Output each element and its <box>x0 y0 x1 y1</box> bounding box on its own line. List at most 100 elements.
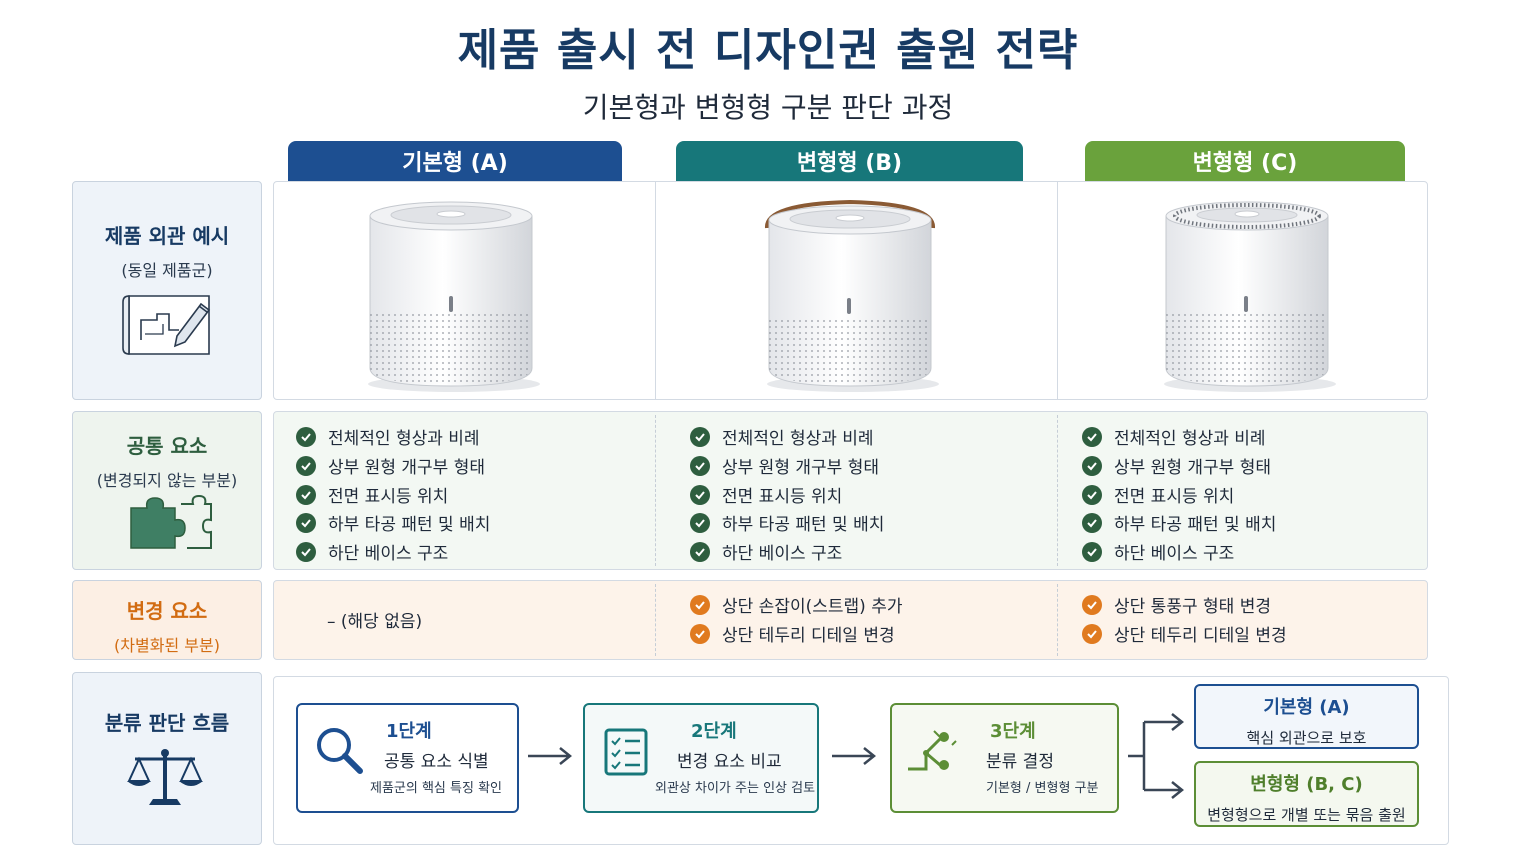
column-header-variant-c: 변형형 (C) <box>1085 141 1405 181</box>
common-item: 하단 베이스 구조 <box>1082 539 1234 564</box>
changed-item: 상단 손잡이(스트랩) 추가 <box>690 592 902 617</box>
row-label-sub: (변경되지 않는 부분) <box>96 471 238 490</box>
row-label-sub: (차별화된 부분) <box>114 636 220 655</box>
row-label-title: 변경 요소 <box>126 599 208 623</box>
common-item: 하단 베이스 구조 <box>690 539 842 564</box>
check-circle-icon <box>690 594 710 615</box>
common-item: 전체적인 형상과 비례 <box>690 424 874 449</box>
common-item-label: 하단 베이스 구조 <box>1114 544 1235 564</box>
common-item: 전체적인 형상과 비례 <box>1082 424 1266 449</box>
common-item: 전면 표시등 위치 <box>296 482 448 507</box>
common-item-label: 상부 원형 개구부 형태 <box>328 458 485 478</box>
column-divider <box>655 415 656 566</box>
check-circle-icon <box>296 426 316 447</box>
scale-balance-icon <box>127 749 203 805</box>
changed-item: 상단 테두리 디테일 변경 <box>1082 621 1287 646</box>
blueprint-pencil-icon <box>122 295 211 355</box>
step-description: 기본형 / 변형형 구분 <box>986 781 1099 796</box>
check-circle-icon <box>1082 455 1102 476</box>
common-item-label: 하단 베이스 구조 <box>722 544 843 564</box>
column-divider <box>1057 181 1058 400</box>
common-item: 상부 원형 개구부 형태 <box>1082 453 1271 478</box>
common-item-label: 상부 원형 개구부 형태 <box>722 458 879 478</box>
common-item-label: 하단 베이스 구조 <box>328 544 449 564</box>
step-number: 1단계 <box>386 721 432 742</box>
common-item-label: 하부 타공 패턴 및 배치 <box>722 515 885 535</box>
column-divider <box>655 181 656 400</box>
common-item-label: 전체적인 형상과 비례 <box>328 429 480 449</box>
row-label-appearance: 제품 외관 예시 (동일 제품군) <box>72 181 262 400</box>
branch-arrow-icon <box>1128 713 1185 799</box>
check-circle-icon <box>690 541 710 562</box>
result-title: 변형형 (B, C) <box>1250 774 1363 795</box>
product-image-variant-c <box>1164 201 1336 392</box>
changed-item-none: – (해당 없음) <box>327 612 423 632</box>
column-divider <box>655 584 656 656</box>
product-image-variant-b <box>765 199 939 392</box>
common-item-label: 전면 표시등 위치 <box>1114 487 1235 507</box>
result-variant: 변형형 (B, C) 변형형으로 개별 또는 묶음 출원 <box>1194 761 1419 827</box>
check-circle-icon <box>296 455 316 476</box>
common-item: 상부 원형 개구부 형태 <box>296 453 485 478</box>
product-image-basic-a <box>368 201 540 392</box>
checklist-icon <box>604 728 648 776</box>
flow-step-1: 1단계 공통 요소 식별 제품군의 핵심 특징 확인 <box>296 703 519 813</box>
common-item: 전체적인 형상과 비례 <box>296 424 480 449</box>
common-item: 전면 표시등 위치 <box>690 482 842 507</box>
check-circle-icon <box>1082 512 1102 533</box>
common-item-label: 전면 표시등 위치 <box>328 487 449 507</box>
check-circle-icon <box>690 623 710 644</box>
common-item: 상부 원형 개구부 형태 <box>690 453 879 478</box>
check-circle-icon <box>1082 594 1102 615</box>
step-description: 외관상 차이가 주는 인상 검토 <box>655 781 816 796</box>
result-description: 핵심 외관으로 보호 <box>1246 729 1367 747</box>
flow-step-2: 2단계 변경 요소 비교 외관상 차이가 주는 인상 검토 <box>583 703 819 813</box>
step-title: 변경 요소 비교 <box>677 752 782 772</box>
page-title: 제품 출시 전 디자인권 출원 전략 <box>457 25 1079 76</box>
changed-item-label: 상단 손잡이(스트랩) 추가 <box>722 597 903 617</box>
changed-item-label: 상단 통풍구 형태 변경 <box>1114 597 1271 617</box>
step-number: 3단계 <box>990 721 1036 742</box>
check-circle-icon <box>690 455 710 476</box>
row-label-title: 분류 판단 흐름 <box>104 711 230 735</box>
row-label-title: 제품 외관 예시 <box>104 224 230 248</box>
check-circle-icon <box>296 484 316 505</box>
check-circle-icon <box>1082 541 1102 562</box>
check-circle-icon <box>296 541 316 562</box>
changed-item: 상단 통풍구 형태 변경 <box>1082 592 1271 617</box>
changed-item: 상단 테두리 디테일 변경 <box>690 621 895 646</box>
step-title: 분류 결정 <box>986 752 1054 772</box>
step-description: 제품군의 핵심 특징 확인 <box>370 781 502 796</box>
row-label-title: 공통 요소 <box>126 434 208 458</box>
common-row-panel <box>273 411 1428 570</box>
row-label-flow: 분류 판단 흐름 <box>72 672 262 845</box>
check-circle-icon <box>1082 484 1102 505</box>
result-basic: 기본형 (A) 핵심 외관으로 보호 <box>1194 684 1419 749</box>
step-number: 2단계 <box>691 721 737 742</box>
check-circle-icon <box>296 512 316 533</box>
puzzle-pieces-icon <box>130 494 212 549</box>
common-item: 하부 타공 패턴 및 배치 <box>296 510 490 535</box>
check-circle-icon <box>690 512 710 533</box>
common-item-label: 상부 원형 개구부 형태 <box>1114 458 1271 478</box>
changed-item-label: 상단 테두리 디테일 변경 <box>1114 626 1287 646</box>
row-label-sub: (동일 제품군) <box>121 261 213 280</box>
step-title: 공통 요소 식별 <box>384 752 489 772</box>
check-circle-icon <box>690 484 710 505</box>
common-item-label: 전체적인 형상과 비례 <box>1114 429 1266 449</box>
arrow-right-icon <box>528 747 573 765</box>
common-item: 하부 타공 패턴 및 배치 <box>690 510 884 535</box>
common-item: 하단 베이스 구조 <box>296 539 448 564</box>
check-circle-icon <box>690 426 710 447</box>
check-circle-icon <box>1082 623 1102 644</box>
column-divider <box>1057 415 1058 566</box>
check-circle-icon <box>1082 426 1102 447</box>
row-label-common: 공통 요소 (변경되지 않는 부분) <box>72 411 262 570</box>
column-header-basic-a: 기본형 (A) <box>288 141 622 181</box>
row-label-changed: 변경 요소 (차별화된 부분) <box>72 580 262 660</box>
arrow-right-icon <box>832 747 877 765</box>
common-item-label: 하부 타공 패턴 및 배치 <box>328 515 491 535</box>
changed-item-label: 상단 테두리 디테일 변경 <box>722 626 895 646</box>
common-item: 하부 타공 패턴 및 배치 <box>1082 510 1276 535</box>
result-title: 기본형 (A) <box>1263 697 1350 718</box>
